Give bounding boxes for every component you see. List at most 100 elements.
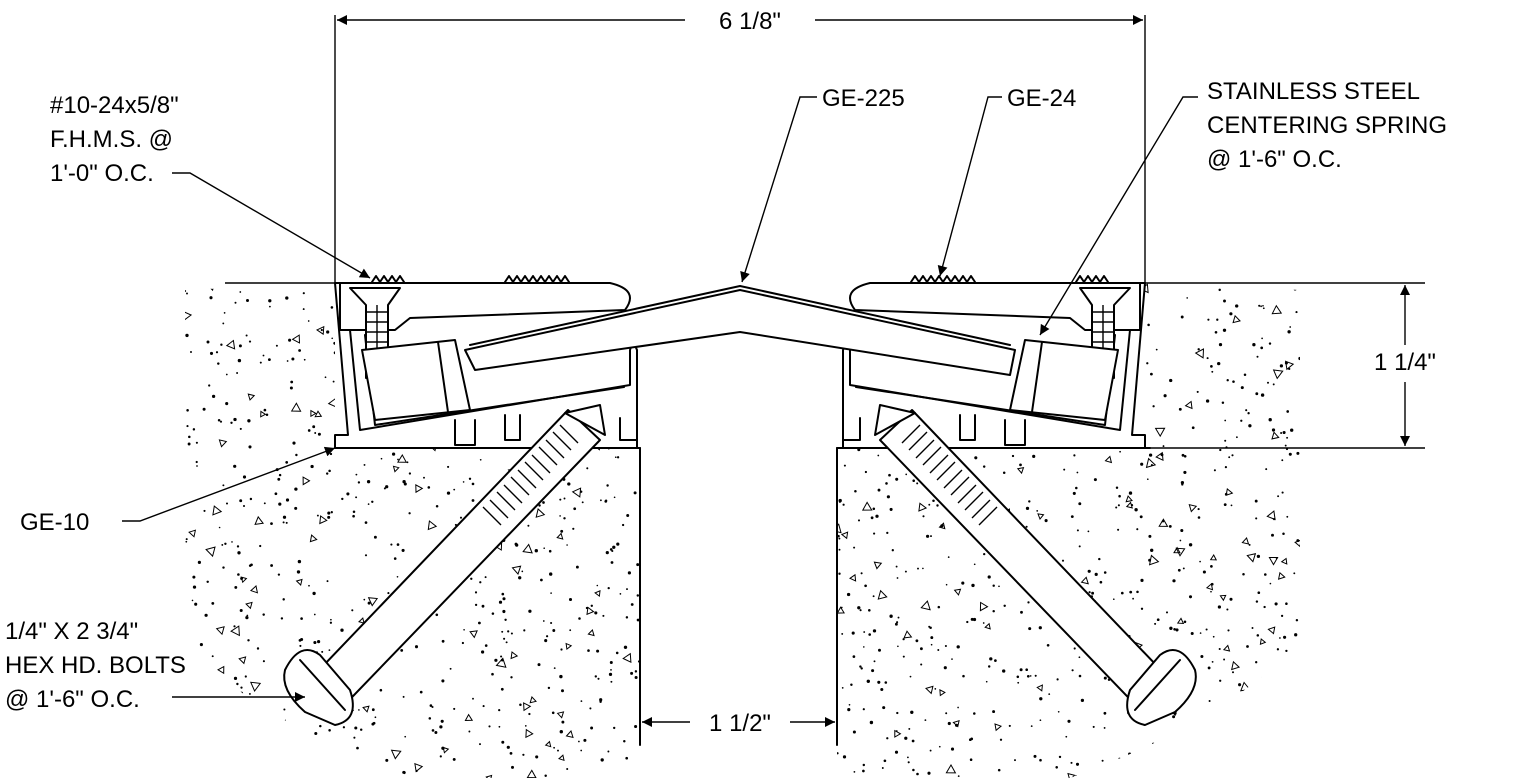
stipple-dot	[969, 758, 973, 761]
stipple-dot	[1255, 517, 1258, 520]
stipple-dot	[1173, 628, 1176, 631]
stipple-dot	[435, 613, 439, 617]
stipple-dot	[1103, 726, 1106, 729]
stipple-dot	[907, 761, 910, 764]
stipple-dot	[1148, 534, 1152, 538]
stipple-dot	[973, 563, 976, 566]
stipple-dot	[970, 617, 974, 621]
stipple-dot	[367, 503, 370, 505]
stipple-dot	[355, 367, 359, 372]
stipple-dot	[1019, 463, 1022, 467]
stipple-dot	[1260, 393, 1265, 397]
stipple-dot	[1188, 595, 1193, 599]
label-screw-line-1: #10-24x5/8"	[50, 92, 179, 119]
stipple-dot	[894, 622, 898, 626]
stipple-dot	[857, 519, 861, 522]
stipple-aggregate	[1275, 767, 1284, 776]
stipple-dot	[1273, 765, 1277, 769]
stipple-dot	[1044, 519, 1048, 523]
stipple-dot	[1278, 753, 1282, 757]
stipple-dot	[270, 564, 274, 567]
stipple-dot	[500, 655, 503, 658]
stipple-dot	[248, 340, 252, 343]
stipple-aggregate	[529, 696, 537, 704]
stipple-dot	[630, 671, 634, 675]
stipple-dot	[1290, 428, 1294, 432]
stipple-dot	[373, 535, 377, 539]
stipple-dot	[1200, 654, 1204, 659]
stipple-dot	[285, 498, 290, 502]
stipple-dot	[511, 765, 514, 769]
stipple-dot	[573, 507, 577, 511]
stipple-dot	[479, 743, 481, 746]
stipple-dot	[1256, 355, 1259, 358]
callout-screw: #10-24x5/8" F.H.M.S. @ 1'-0" O.C.	[50, 92, 371, 279]
stipple-aggregate	[918, 502, 928, 512]
stipple-aggregate	[526, 769, 537, 778]
stipple-dot	[327, 515, 331, 519]
stipple-dot	[237, 551, 241, 555]
stipple-dot	[468, 477, 472, 480]
stipple-dot	[1266, 381, 1270, 384]
stipple-dot	[314, 432, 317, 434]
stipple-dot	[197, 560, 201, 564]
stipple-dot	[446, 491, 451, 495]
stipple-dot	[501, 592, 505, 596]
stipple-dot	[329, 621, 333, 624]
stipple-dot	[868, 609, 871, 612]
stipple-dot	[262, 354, 265, 357]
stipple-dot	[316, 514, 319, 517]
stipple-dot	[478, 621, 481, 625]
stipple-dot	[934, 688, 937, 690]
stipple-dot	[985, 680, 988, 683]
stipple-dot	[1075, 486, 1078, 490]
stipple-dot	[498, 725, 501, 728]
stipple-aggregate	[249, 681, 262, 692]
stipple-dot	[1128, 752, 1132, 756]
label-screw-line-2: F.H.M.S. @	[50, 126, 173, 153]
stipple-aggregate	[1175, 547, 1186, 557]
stipple-dot	[319, 724, 322, 728]
stipple-dot	[234, 585, 238, 589]
stipple-dot	[1219, 679, 1222, 682]
stipple-dot	[223, 312, 226, 314]
stipple-dot	[1016, 675, 1020, 679]
stipple-dot	[567, 482, 571, 486]
stipple-aggregate	[249, 585, 259, 594]
stipple-dot	[340, 628, 344, 632]
stipple-dot	[471, 499, 475, 502]
stipple-dot	[332, 380, 335, 383]
stipple-dot	[610, 561, 614, 564]
stipple-dot	[904, 570, 907, 573]
stipple-aggregate	[358, 617, 365, 624]
stipple-dot	[300, 637, 304, 642]
stipple-dot	[1218, 342, 1223, 347]
stipple-dot	[842, 503, 845, 506]
stipple-dot	[907, 756, 909, 759]
stipple-aggregate	[984, 622, 991, 630]
stipple-dot	[463, 628, 465, 631]
stipple-dot	[587, 649, 590, 652]
stipple-dot	[217, 418, 221, 422]
stipple-dot	[419, 690, 423, 694]
stipple-dot	[308, 584, 310, 587]
stipple-dot	[534, 549, 538, 553]
stipple-dot	[606, 484, 609, 487]
stipple-dot	[480, 321, 484, 325]
stipple-dot	[1254, 499, 1258, 503]
stipple-dot	[1280, 691, 1283, 694]
stipple-dot	[380, 457, 383, 460]
stipple-dot	[1181, 483, 1184, 486]
stipple-dot	[1065, 735, 1068, 738]
stipple-dot	[238, 344, 242, 348]
stipple-dot	[1267, 708, 1271, 711]
dimension-overall-width: 6 1/8"	[337, 8, 1143, 35]
stipple-dot	[1134, 508, 1138, 512]
stipple-dot	[291, 357, 295, 361]
stipple-dot	[211, 690, 214, 693]
stipple-dot	[612, 545, 616, 549]
stipple-dot	[938, 745, 941, 748]
stipple-dot	[1253, 707, 1256, 710]
stipple-aggregate	[880, 360, 888, 369]
stipple-dot	[982, 622, 985, 624]
